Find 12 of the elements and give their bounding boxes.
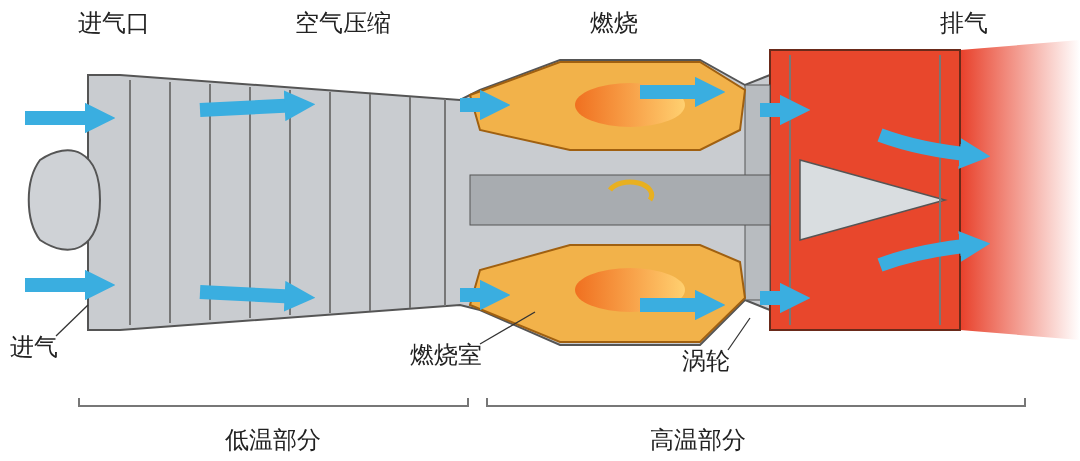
part-label: 进气 xyxy=(10,332,58,362)
leader-line xyxy=(479,311,536,345)
leader-line xyxy=(55,304,89,337)
bracket-label: 高温部分 xyxy=(650,425,746,455)
part-label: 燃烧室 xyxy=(410,340,482,370)
section-heading: 排气 xyxy=(940,8,988,38)
part-label: 涡轮 xyxy=(682,346,730,376)
bracket-label: 低温部分 xyxy=(225,425,321,455)
section-heading: 燃烧 xyxy=(590,8,638,38)
section-heading: 空气压缩 xyxy=(295,8,391,38)
leader-line xyxy=(727,317,751,351)
section-heading: 进气口 xyxy=(78,8,150,38)
